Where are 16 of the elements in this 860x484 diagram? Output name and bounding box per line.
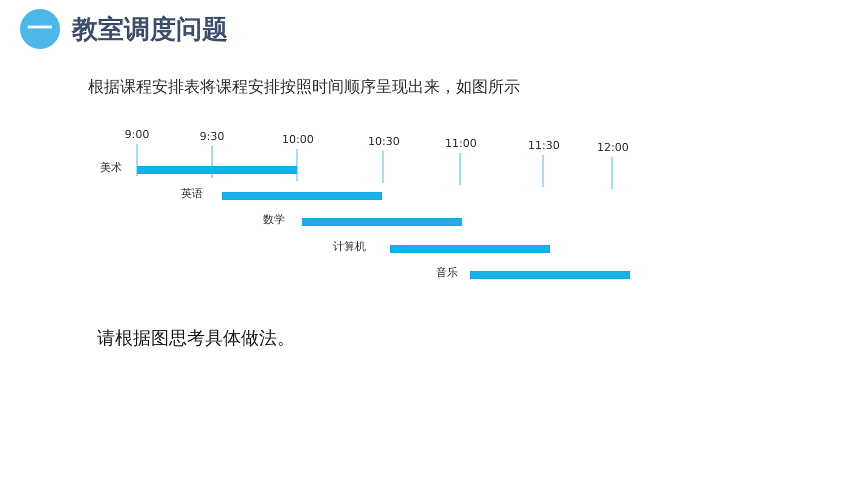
course-name: 美术 — [100, 160, 122, 175]
course-name: 音乐 — [436, 265, 458, 280]
section-title: 教室调度问题 — [72, 14, 228, 47]
intro-sentence: 根据课程安排表将课程安排按照时间顺序呈现出来，如图所示 — [88, 77, 520, 98]
time-tick-label: 11:00 — [445, 137, 475, 150]
time-tick-label: 9:30 — [198, 130, 226, 143]
course-name: 英语 — [181, 186, 203, 201]
section-number-badge: 一 — [20, 9, 60, 49]
time-tick-label: 12:00 — [597, 141, 627, 154]
time-tick-label: 11:30 — [528, 139, 558, 152]
course-name: 计算机 — [333, 239, 366, 254]
course-name: 数学 — [263, 212, 285, 227]
time-tick-label: 10:30 — [368, 135, 398, 148]
time-tick-label: 10:00 — [282, 133, 312, 146]
question-text: 请根据图思考具体做法。 — [97, 327, 295, 350]
time-tick-label: 9:00 — [124, 128, 150, 141]
